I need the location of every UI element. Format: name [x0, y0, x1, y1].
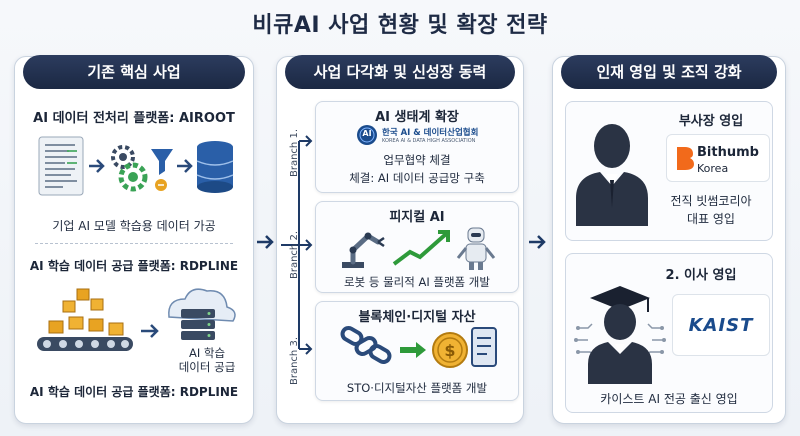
- association-name: 한국 AI & 데이터산업협회: [382, 128, 479, 138]
- branch-1-line-2: 체결: AI 데이터 공급망 구축: [349, 171, 485, 185]
- branch-2-line-1: 로봇 등 물리적 AI 플랫폼 개발: [344, 275, 490, 289]
- arrow-right-icon: [141, 324, 159, 338]
- core-business-panel: 기존 핵심 사업 AI 데이터 전처리 플랫폼: AIROOT: [14, 55, 254, 424]
- vp-line-2: 대표 영입: [687, 212, 735, 226]
- conveyor-belt-icon: [37, 337, 133, 351]
- branch-2-title: 피지컬 AI: [389, 210, 445, 225]
- talent-panel: 인재 영입 및 조직 강화 부사장 영입 Bithumb Korea 전직 빗썸…: [552, 55, 786, 424]
- branch-connector: [281, 135, 313, 355]
- talent-header: 인재 영입 및 조직 강화: [561, 55, 777, 89]
- association-logo-abbr: AI: [362, 129, 372, 138]
- graduate-ai-icon: [574, 286, 666, 384]
- page-title: 비큐AI 사업 현황 및 확장 전략: [252, 13, 548, 38]
- association-subtitle: KOREA AI & DATA HIGH ASSOCIATION: [382, 138, 476, 144]
- document-icon: [38, 136, 84, 196]
- gear-icon: [111, 145, 148, 192]
- cloud-label-line-1: AI 학습: [188, 346, 226, 360]
- chain-link-icon: [340, 326, 392, 364]
- growth-strategy-panel: 사업 다각화 및 신성장 동력 Branch 1. AI 생태계 확장 AI 한…: [276, 55, 524, 424]
- flow-arrow-icon: [529, 235, 546, 249]
- bithumb-sub: Korea: [697, 162, 729, 175]
- data-supply-illustration: [37, 288, 236, 351]
- vp-card: 부사장 영입 Bithumb Korea 전직 빗썸코리아 대표 영입: [565, 101, 773, 241]
- cloud-server-icon: [168, 288, 236, 340]
- physical-ai-illustration: [342, 227, 496, 270]
- filter-icon: [151, 149, 173, 191]
- airoot-title: AI 데이터 전처리 플랫폼: AIROOT: [33, 111, 235, 126]
- growth-arrow-icon: [392, 230, 450, 266]
- rdpline-title: AI 학습 데이터 공급 플랫폼: RDPLINE: [29, 259, 239, 273]
- vp-title: 부사장 영입: [678, 114, 744, 129]
- tablet-icon: [471, 327, 497, 367]
- data-preprocessing-illustration: [38, 136, 234, 196]
- kaist-logo: KAIST: [672, 294, 770, 356]
- branch-3-line-1: STO·디지털자산 플랫폼 개발: [346, 381, 488, 395]
- rdpline-title-bottom: AI 학습 데이터 공급 플랫폼: RDPLINE: [29, 385, 239, 399]
- kaist-name: KAIST: [688, 315, 754, 336]
- branch-1-title: AI 생태계 확장: [375, 110, 459, 125]
- director-title: 2. 이사 영입: [665, 268, 737, 283]
- branch-1-card: AI 생태계 확장 AI 한국 AI & 데이터산업협회 KOREA AI & …: [315, 101, 519, 193]
- coin-icon: $: [432, 332, 468, 368]
- arrow-right-icon: [400, 342, 426, 358]
- branch-2-card: 피지컬 AI 로봇 등 물리적 AI 플랫폼 개발: [315, 201, 519, 293]
- branch-1-line-1: 업무협약 체결: [383, 153, 451, 167]
- flow-arrow-icon: [257, 235, 274, 249]
- branch-1-label: Branch 1.: [289, 129, 300, 177]
- bithumb-name: Bithumb: [697, 145, 759, 160]
- branch-3-label: Branch 3.: [289, 337, 300, 385]
- humanoid-robot-icon: [456, 227, 496, 270]
- package-boxes-icon: [48, 288, 124, 336]
- association-logo-icon: [357, 125, 377, 145]
- robot-arm-icon: [342, 232, 385, 268]
- arrow-right-icon: [89, 159, 105, 173]
- director-card: 2. 이사 영입 KAIST 카이스트 AI 전공 출신 영입: [565, 253, 773, 413]
- director-line: 카이스트 AI 전공 출신 영입: [600, 392, 738, 406]
- bithumb-b-icon: [677, 147, 694, 170]
- growth-strategy-header: 사업 다각화 및 신성장 동력: [285, 55, 515, 89]
- businessman-icon: [576, 124, 648, 226]
- database-icon: [196, 141, 234, 193]
- arrow-right-icon: [177, 159, 193, 173]
- core-business-header: 기존 핵심 사업: [23, 55, 245, 89]
- bithumb-logo: Bithumb Korea: [666, 134, 770, 182]
- branch-3-card: 블록체인·디지털 자산 $ STO·디지털자산 플랫폼 개발: [315, 301, 519, 401]
- branch-3-title: 블록체인·디지털 자산: [358, 310, 476, 325]
- vp-line-1: 전직 빗썸코리아: [670, 194, 752, 208]
- branch-2-label: Branch 2.: [289, 231, 300, 279]
- airoot-description: 기업 AI 모델 학습용 데이터 가공: [52, 219, 216, 233]
- section-divider: [35, 243, 233, 244]
- cloud-label-line-2: 데이터 공급: [178, 360, 236, 374]
- blockchain-illustration: $: [340, 326, 497, 368]
- svg-text:$: $: [444, 341, 455, 360]
